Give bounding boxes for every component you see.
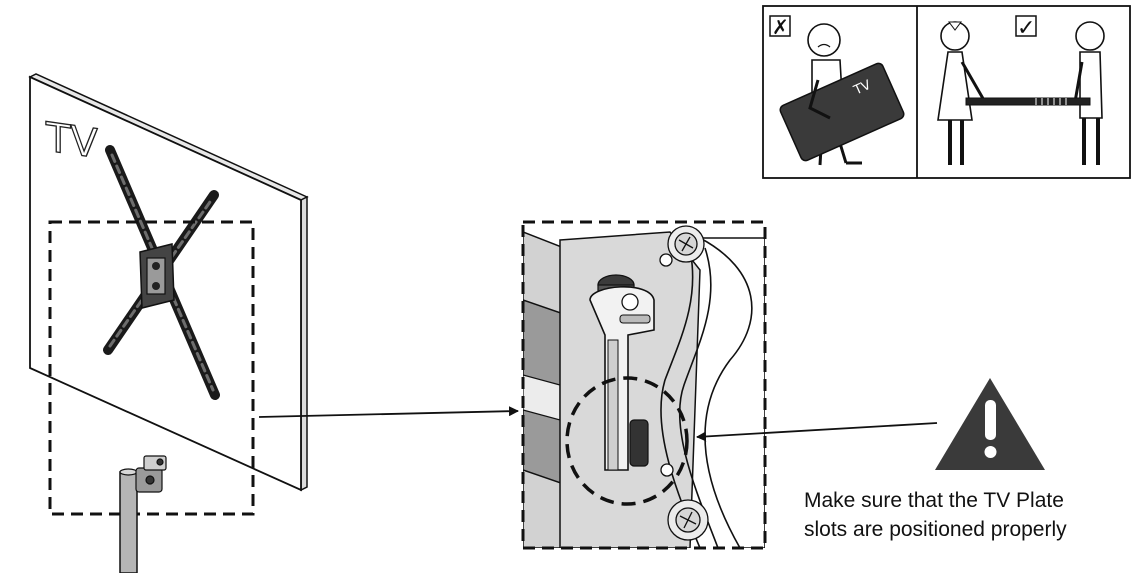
zoom-region-tv: [48, 220, 255, 516]
tv-label: TV: [45, 115, 98, 168]
tv-mount-bracket: [103, 145, 220, 400]
warning-caption-line-2: slots are positioned properly: [804, 518, 1067, 541]
warning-caption-line-1: Make sure that the TV Plate: [804, 489, 1064, 512]
wrong-mark-icon: ✗: [772, 15, 789, 39]
right-mark-icon: ✓: [1017, 16, 1035, 41]
highlight-circle: [565, 376, 689, 506]
warning-caption: Make sure that the TV Plate slots are po…: [804, 486, 1124, 544]
zoom-region-detail: [521, 220, 767, 550]
tv-card-label: TV: [851, 78, 873, 99]
wrong-carry-figure: ✗ TV: [769, 15, 905, 166]
right-carry-figure: ✓: [937, 15, 1105, 165]
warning-triangle-icon: [935, 378, 1045, 470]
connector-arrow: [258, 406, 519, 418]
stand-pole: [119, 455, 167, 573]
detail-view: [523, 222, 765, 548]
warning-arrow: [696, 422, 938, 442]
